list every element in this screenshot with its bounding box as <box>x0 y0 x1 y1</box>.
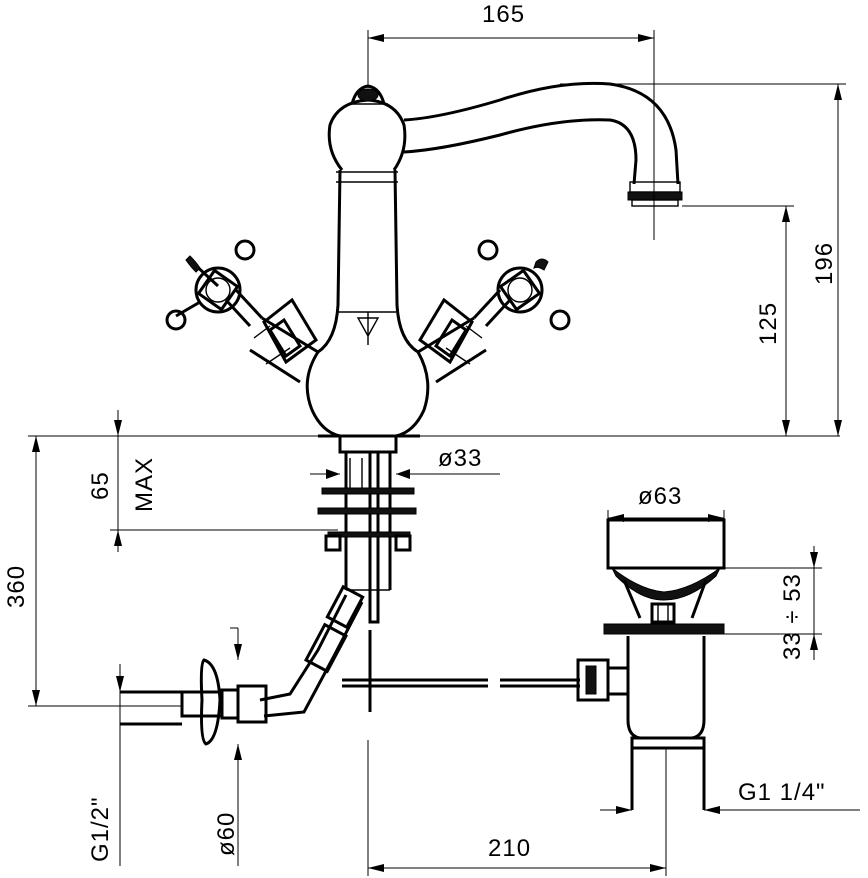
dim-waste-thread: G1 1/4" <box>738 779 826 806</box>
dim-body-diameter: ø33 <box>438 445 482 472</box>
right-cross-handle <box>417 239 571 384</box>
dim-deck-thickness: 65 <box>87 471 114 500</box>
dim-waste-range: 33 ÷ 53 <box>779 573 806 660</box>
dimension-lines <box>28 30 860 876</box>
dim-inlet-thread: G1/2" <box>87 796 114 862</box>
left-cross-handle <box>165 239 319 384</box>
dim-total-height: 196 <box>811 242 838 285</box>
dim-deck-thickness-max: MAX <box>131 457 158 512</box>
dimension-labels: 165 196 125 ø33 65 MAX 360 ø63 33 ÷ 53 G… <box>3 1 838 862</box>
dim-below-deck-length: 360 <box>3 565 30 608</box>
pop-up-waste <box>603 518 726 810</box>
dim-spout-height: 125 <box>755 302 782 345</box>
faucet-body <box>305 81 683 438</box>
dim-rosette-diameter: ø60 <box>213 812 240 856</box>
pop-up-linkage <box>342 630 628 712</box>
dim-pop-up-distance: 210 <box>488 835 531 862</box>
dim-waste-diameter: ø63 <box>638 483 682 510</box>
dim-spout-reach: 165 <box>482 1 525 28</box>
under-deck-assembly <box>120 434 417 746</box>
